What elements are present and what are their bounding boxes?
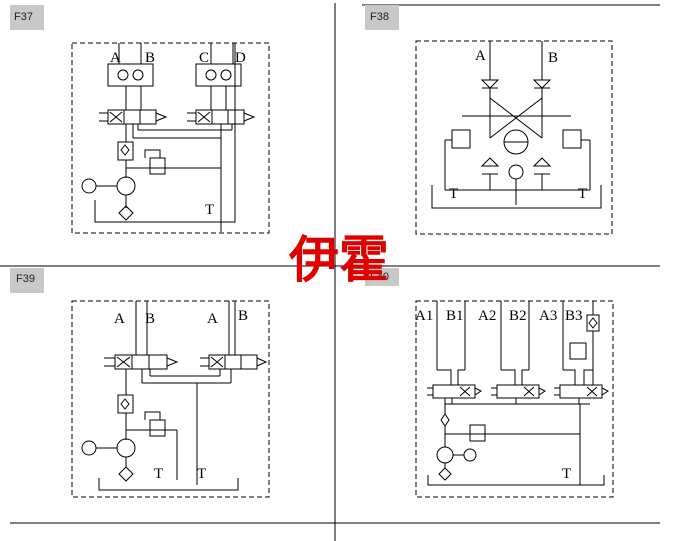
panel-tag-f38: F38 <box>365 5 399 30</box>
svg-text:F38: F38 <box>370 11 389 23</box>
f37-filter <box>118 205 134 221</box>
f40-check-valve <box>440 413 450 427</box>
f40-directional-valve-2 <box>496 384 540 399</box>
f39-directional-valve-1 <box>114 354 168 370</box>
pilot-check-valve-ab <box>107 63 154 87</box>
f39-port-a-2: A <box>207 311 218 327</box>
f38-port-b: B <box>548 50 558 66</box>
f39-directional-valve-2 <box>208 354 258 370</box>
panel-tag-f39: F39 <box>10 268 44 293</box>
f40-directional-valve-3 <box>559 384 603 399</box>
f40-port-a3: A3 <box>539 308 557 324</box>
f40-relief-valve <box>469 424 486 442</box>
f39-filter <box>118 466 134 482</box>
f40-frame <box>415 300 614 498</box>
f39-tank-t-left: T <box>154 466 163 482</box>
f39-port-a-1: A <box>114 311 125 327</box>
check-valve-a <box>480 79 500 89</box>
panel-tag-f37: F37 <box>10 5 44 30</box>
f38-tank-t-right: T <box>578 186 587 202</box>
f39-pump <box>116 438 136 458</box>
f39-motor <box>81 440 97 456</box>
check-valve-b <box>532 79 552 89</box>
f38-relief-valve-left <box>451 129 471 149</box>
f37-port-b: B <box>145 50 155 66</box>
f40-directional-valve-1 <box>432 384 476 399</box>
f38-motor <box>508 164 524 180</box>
schematic-f38 <box>415 40 613 235</box>
svg-text:F37: F37 <box>14 11 33 23</box>
f38-tank-t-left: T <box>449 186 458 202</box>
f38-frame <box>415 40 613 235</box>
directional-valve-2 <box>195 109 245 125</box>
f38-relief-valve-right <box>562 129 582 149</box>
svg-text:F39: F39 <box>16 273 35 285</box>
f39-check-valve <box>117 394 134 414</box>
panel-tag-f40: F40 <box>365 268 399 286</box>
f37-relief-valve <box>149 157 166 175</box>
f37-port-c: C <box>199 50 209 66</box>
f40-pump <box>436 446 454 464</box>
f39-relief-valve <box>149 419 166 437</box>
f37-port-a: A <box>110 50 121 66</box>
schematic-f40 <box>415 300 614 498</box>
svg-text:F40: F40 <box>370 271 389 283</box>
f37-motor <box>81 178 97 194</box>
f39-port-b-2: B <box>238 308 248 324</box>
pilot-check-valve-cd <box>195 63 242 87</box>
directional-valve-1 <box>107 109 157 125</box>
f39-frame <box>71 300 270 498</box>
schematic-f39 <box>71 300 270 498</box>
watermark: 伊霍 <box>288 230 389 289</box>
f37-frame <box>71 42 270 234</box>
check-valve-in-left <box>480 157 500 175</box>
f40-port-a1: A1 <box>415 308 433 324</box>
f40-port-a2: A2 <box>478 308 496 324</box>
f37-port-d: D <box>235 50 246 66</box>
f40-port-b1: B1 <box>446 308 464 324</box>
f40-port-b2: B2 <box>509 308 527 324</box>
f37-check-valve <box>117 141 134 161</box>
f40-motor <box>463 448 477 462</box>
f39-tank-t-right: T <box>197 466 206 482</box>
f40-port-b3: B3 <box>565 308 583 324</box>
f38-port-a: A <box>475 48 486 64</box>
f37-tank-t: T <box>205 202 214 218</box>
f40-filter <box>438 467 452 481</box>
schematic-f37 <box>71 42 270 234</box>
check-valve-in-right <box>532 157 552 175</box>
f40-pressure-valve <box>569 342 587 360</box>
f40-tank-t: T <box>562 466 571 482</box>
f39-port-b-1: B <box>145 311 155 327</box>
f37-pump <box>116 176 136 196</box>
